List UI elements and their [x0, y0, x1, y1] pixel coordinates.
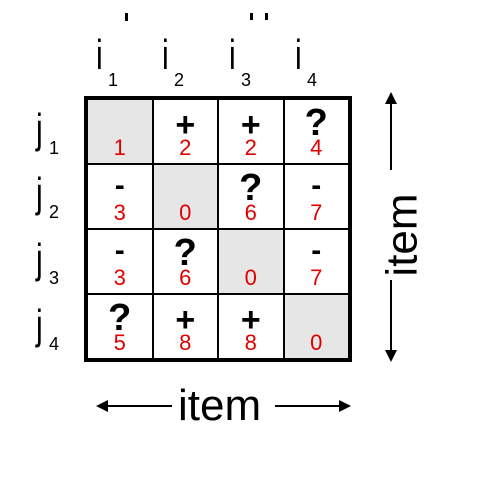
top-fragment-2: [250, 13, 253, 20]
right-axis-label: item: [377, 193, 427, 277]
matrix-cell: -3: [87, 229, 153, 294]
matrix-cell: -7: [283, 229, 349, 294]
matrix-cell: 0: [152, 164, 218, 229]
matrix-cell: ?6: [218, 164, 284, 229]
top-fragment-1: [125, 13, 128, 21]
cell-symbol: -: [114, 234, 125, 267]
matrix-cell: +2: [218, 99, 284, 164]
cell-number: 8: [179, 330, 192, 355]
right-up-arrow-icon: [385, 92, 397, 170]
cell-symbol: +: [175, 106, 196, 144]
cell-number: 2: [244, 135, 257, 160]
matrix-cell: +8: [218, 294, 284, 359]
col-label-i4: i 4: [295, 31, 318, 91]
cell-number: 0: [244, 265, 257, 290]
matrix-cell: ?4: [283, 99, 349, 164]
row-label-j1: j 1: [36, 105, 60, 159]
matrix-cell: -7: [283, 164, 349, 229]
cell-symbol: +: [175, 301, 196, 339]
cell-number: 7: [310, 265, 323, 290]
cell-symbol: +: [240, 301, 261, 339]
cell-symbol: ?: [108, 297, 132, 339]
row-label-j2: j 2: [36, 169, 60, 223]
bottom-right-arrow-icon: [275, 400, 351, 412]
bottom-axis-label: item: [178, 381, 262, 430]
cell-number: 1: [113, 135, 126, 160]
cell-number: 0: [310, 330, 323, 355]
cell-number: 8: [244, 330, 257, 355]
cell-symbol: ?: [173, 232, 197, 274]
matrix-cell: ?6: [152, 229, 218, 294]
col-label-i1: i 1: [96, 31, 119, 91]
cell-number: 7: [310, 200, 323, 225]
cell-number: 4: [310, 135, 323, 160]
matrix-cell: 0: [218, 229, 284, 294]
cell-number: 2: [179, 135, 192, 160]
matrix-cell: -3: [87, 164, 153, 229]
matrix-cell: +8: [152, 294, 218, 359]
cell-symbol: -: [311, 234, 322, 267]
matrix-cell: +2: [152, 99, 218, 164]
cell-symbol: ?: [304, 102, 328, 144]
top-fragment-3: [265, 13, 268, 20]
cell-number: 3: [113, 265, 126, 290]
row-label-j3: j 3: [36, 235, 60, 289]
cell-number: 6: [179, 265, 192, 290]
cell-number: 6: [244, 200, 257, 225]
col-label-i3: i 3: [229, 31, 252, 91]
row-label-j4: j 4: [36, 301, 60, 355]
matrix-cell: 1: [87, 99, 153, 164]
cell-symbol: -: [311, 169, 322, 202]
cell-symbol: -: [114, 169, 125, 202]
cell-number: 3: [113, 200, 126, 225]
col-label-i2: i 2: [162, 31, 185, 91]
right-down-arrow-icon: [385, 280, 397, 362]
matrix-cell: ?5: [87, 294, 153, 359]
cell-number: 5: [113, 330, 126, 355]
bottom-left-arrow-icon: [96, 400, 172, 412]
matrix-cell: 0: [283, 294, 349, 359]
cell-number: 0: [179, 200, 192, 225]
cell-symbol: +: [240, 106, 261, 144]
cell-symbol: ?: [239, 167, 263, 209]
